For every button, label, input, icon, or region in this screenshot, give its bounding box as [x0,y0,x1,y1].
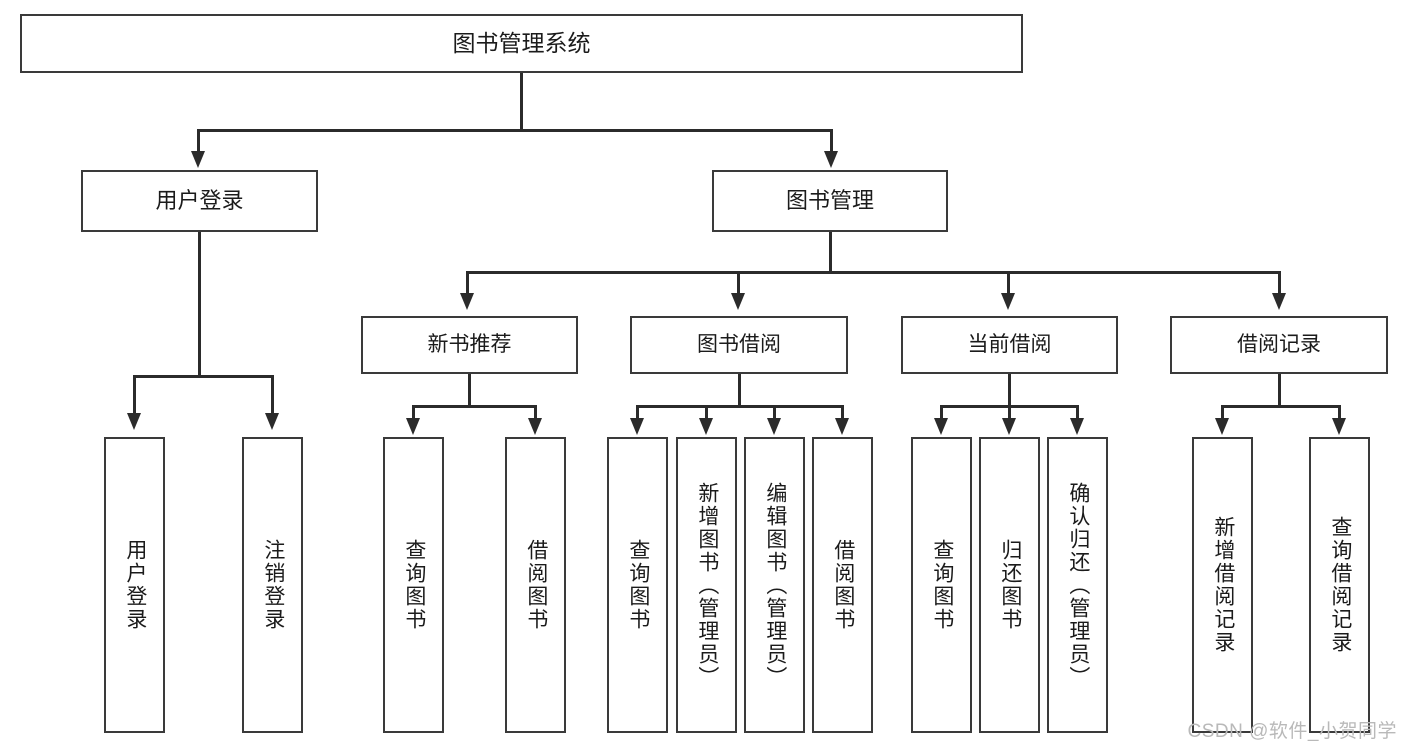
edge-root-stem [520,73,523,129]
leaf-confirm-return-admin-label: 确认归还（管理员） [1066,481,1090,689]
node-current-borrow[interactable]: 当前借阅 [901,316,1118,374]
edge-user-login-to-leaf-1 [133,375,136,417]
leaf-borrow-book-label: 借阅图书 [831,539,855,631]
leaf-current-query-book[interactable]: 查询图书 [911,437,972,733]
node-borrow-record[interactable]: 借阅记录 [1170,316,1388,374]
leaf-borrow-query-book[interactable]: 查询图书 [607,437,668,733]
leaf-edit-book-admin[interactable]: 编辑图书（管理员） [744,437,805,733]
arrow-user-login-to-leaf-2 [265,413,279,430]
edge-new-book-to-leaf-2 [534,405,537,422]
leaf-return-book-label: 归还图书 [998,539,1022,631]
edge-user-login-stem [198,232,201,375]
arrow-book-borrow-to-leaf-2 [699,418,713,435]
arrow-bm-to-book-borrow [731,293,745,310]
leaf-current-query-book-label: 查询图书 [930,539,954,631]
leaf-user-login[interactable]: 用户登录 [104,437,165,733]
node-new-book-recommendation-label: 新书推荐 [427,332,512,356]
edge-current-borrow-to-leaf-2 [1008,405,1011,422]
edge-book-borrow-stem [738,374,741,405]
leaf-edit-book-admin-label: 编辑图书（管理员） [763,481,787,689]
edge-current-borrow-to-leaf-3 [1076,405,1079,422]
edge-new-book-bus [412,405,536,408]
edge-new-book-to-leaf-1 [412,405,415,422]
leaf-add-book-admin-label: 新增图书（管理员） [695,481,719,689]
arrow-new-book-to-leaf-2 [528,418,542,435]
leaf-newbook-borrow-book[interactable]: 借阅图书 [505,437,566,733]
edge-current-borrow-to-leaf-1 [940,405,943,422]
edge-root-to-book-management [830,129,833,155]
arrow-new-book-to-leaf-1 [406,418,420,435]
edge-bm-to-new-book [466,271,469,297]
arrow-book-borrow-to-leaf-3 [767,418,781,435]
node-book-management-label: 图书管理 [785,188,874,214]
node-book-borrow[interactable]: 图书借阅 [630,316,848,374]
leaf-borrow-book[interactable]: 借阅图书 [812,437,873,733]
leaf-newbook-borrow-book-label: 借阅图书 [524,539,548,631]
edge-root-to-user-login [197,129,200,155]
arrow-current-borrow-to-leaf-3 [1070,418,1084,435]
node-current-borrow-label: 当前借阅 [967,332,1052,356]
node-book-management[interactable]: 图书管理 [712,170,948,232]
arrow-book-borrow-to-leaf-4 [835,418,849,435]
node-new-book-recommendation[interactable]: 新书推荐 [361,316,578,374]
edge-user-login-bus [133,375,273,378]
arrow-bm-to-borrow-record [1272,293,1286,310]
arrow-book-borrow-to-leaf-1 [630,418,644,435]
edge-current-borrow-stem [1008,374,1011,405]
node-user-login[interactable]: 用户登录 [81,170,318,232]
edge-borrow-record-bus [1221,405,1338,408]
leaf-confirm-return-admin[interactable]: 确认归还（管理员） [1047,437,1108,733]
edge-bm-to-borrow-record [1278,271,1281,297]
arrow-bm-to-new-book [460,293,474,310]
edge-bm-to-current-borrow [1007,271,1010,297]
edge-book-borrow-bus [636,405,844,408]
leaf-add-borrow-record-label: 新增借阅记录 [1211,516,1235,654]
leaf-newbook-query-book[interactable]: 查询图书 [383,437,444,733]
arrow-root-to-book-management [824,151,838,168]
edge-book-borrow-to-leaf-1 [636,405,639,422]
arrow-current-borrow-to-leaf-2 [1002,418,1016,435]
arrow-current-borrow-to-leaf-1 [934,418,948,435]
leaf-newbook-query-book-label: 查询图书 [402,539,426,631]
node-book-borrow-label: 图书借阅 [697,332,781,356]
edge-book-management-stem [829,232,832,271]
edge-book-borrow-to-leaf-2 [705,405,708,422]
edge-new-book-stem [468,374,471,405]
edge-borrow-record-stem [1278,374,1281,405]
leaf-add-book-admin[interactable]: 新增图书（管理员） [676,437,737,733]
arrow-borrow-record-to-leaf-1 [1215,418,1229,435]
edge-bm-to-book-borrow [737,271,740,297]
edge-borrow-record-to-leaf-1 [1221,405,1224,422]
leaf-add-borrow-record[interactable]: 新增借阅记录 [1192,437,1253,733]
leaf-logout[interactable]: 注销登录 [242,437,303,733]
edge-book-management-bus [466,271,1280,274]
edge-book-borrow-to-leaf-4 [841,405,844,422]
leaf-borrow-query-book-label: 查询图书 [626,539,650,631]
node-root-book-management-system[interactable]: 图书管理系统 [20,14,1023,73]
leaf-user-login-label: 用户登录 [123,539,147,631]
edge-root-bus [197,129,833,132]
leaf-return-book[interactable]: 归还图书 [979,437,1040,733]
node-user-login-label: 用户登录 [155,188,244,214]
arrow-borrow-record-to-leaf-2 [1332,418,1346,435]
edge-book-borrow-to-leaf-3 [773,405,776,422]
arrow-bm-to-current-borrow [1001,293,1015,310]
edge-borrow-record-to-leaf-2 [1338,405,1341,422]
arrow-root-to-user-login [191,151,205,168]
leaf-query-borrow-record-label: 查询借阅记录 [1328,516,1352,654]
arrow-user-login-to-leaf-1 [127,413,141,430]
node-borrow-record-label: 借阅记录 [1237,332,1321,356]
edge-user-login-to-leaf-2 [271,375,274,417]
leaf-query-borrow-record[interactable]: 查询借阅记录 [1309,437,1370,733]
node-root-label: 图书管理系统 [452,29,591,56]
leaf-logout-label: 注销登录 [261,539,285,631]
